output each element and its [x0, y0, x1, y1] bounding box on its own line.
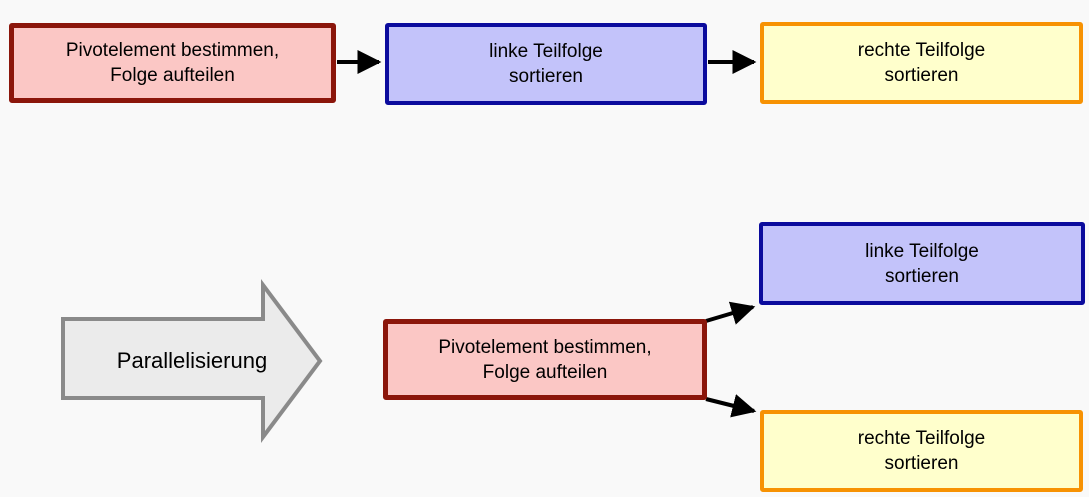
box-text-line: sortieren — [884, 65, 959, 86]
box-text-line: linke Teilfolge — [489, 41, 603, 62]
box-right-subsequence-parallel: rechte Teilfolge sortieren — [760, 410, 1083, 492]
box-text-line: Folge aufteilen — [110, 65, 235, 86]
parallelisierung-label: Parallelisierung — [116, 348, 268, 373]
box-text-line: Pivotelement bestimmen, — [65, 40, 280, 61]
box-text-line: rechte Teilfolge — [857, 40, 986, 61]
box-text-line: Folge aufteilen — [482, 361, 608, 383]
box-text-line: Pivotelement bestimmen, — [438, 336, 652, 358]
box-text-line: sortieren — [509, 66, 583, 87]
box-text-line: linke Teilfolge — [865, 240, 979, 262]
box-text-line: sortieren — [884, 453, 959, 474]
box-left-subsequence-sequential: linke Teilfolge sortieren — [385, 23, 707, 105]
box-pivot-parallel: Pivotelement bestimmen, Folge aufteilen — [383, 319, 707, 400]
box-pivot-sequential: Pivotelement bestimmen, Folge aufteilen — [9, 23, 336, 103]
box-right-subsequence-sequential: rechte Teilfolge sortieren — [760, 22, 1083, 104]
connector-pivot-to-right-bottom — [705, 394, 757, 418]
connector-pivot-to-left-bottom — [705, 301, 756, 325]
box-text-line: rechte Teilfolge — [857, 428, 986, 449]
box-left-subsequence-parallel: linke Teilfolge sortieren — [759, 222, 1085, 305]
box-text-line: sortieren — [885, 265, 959, 287]
